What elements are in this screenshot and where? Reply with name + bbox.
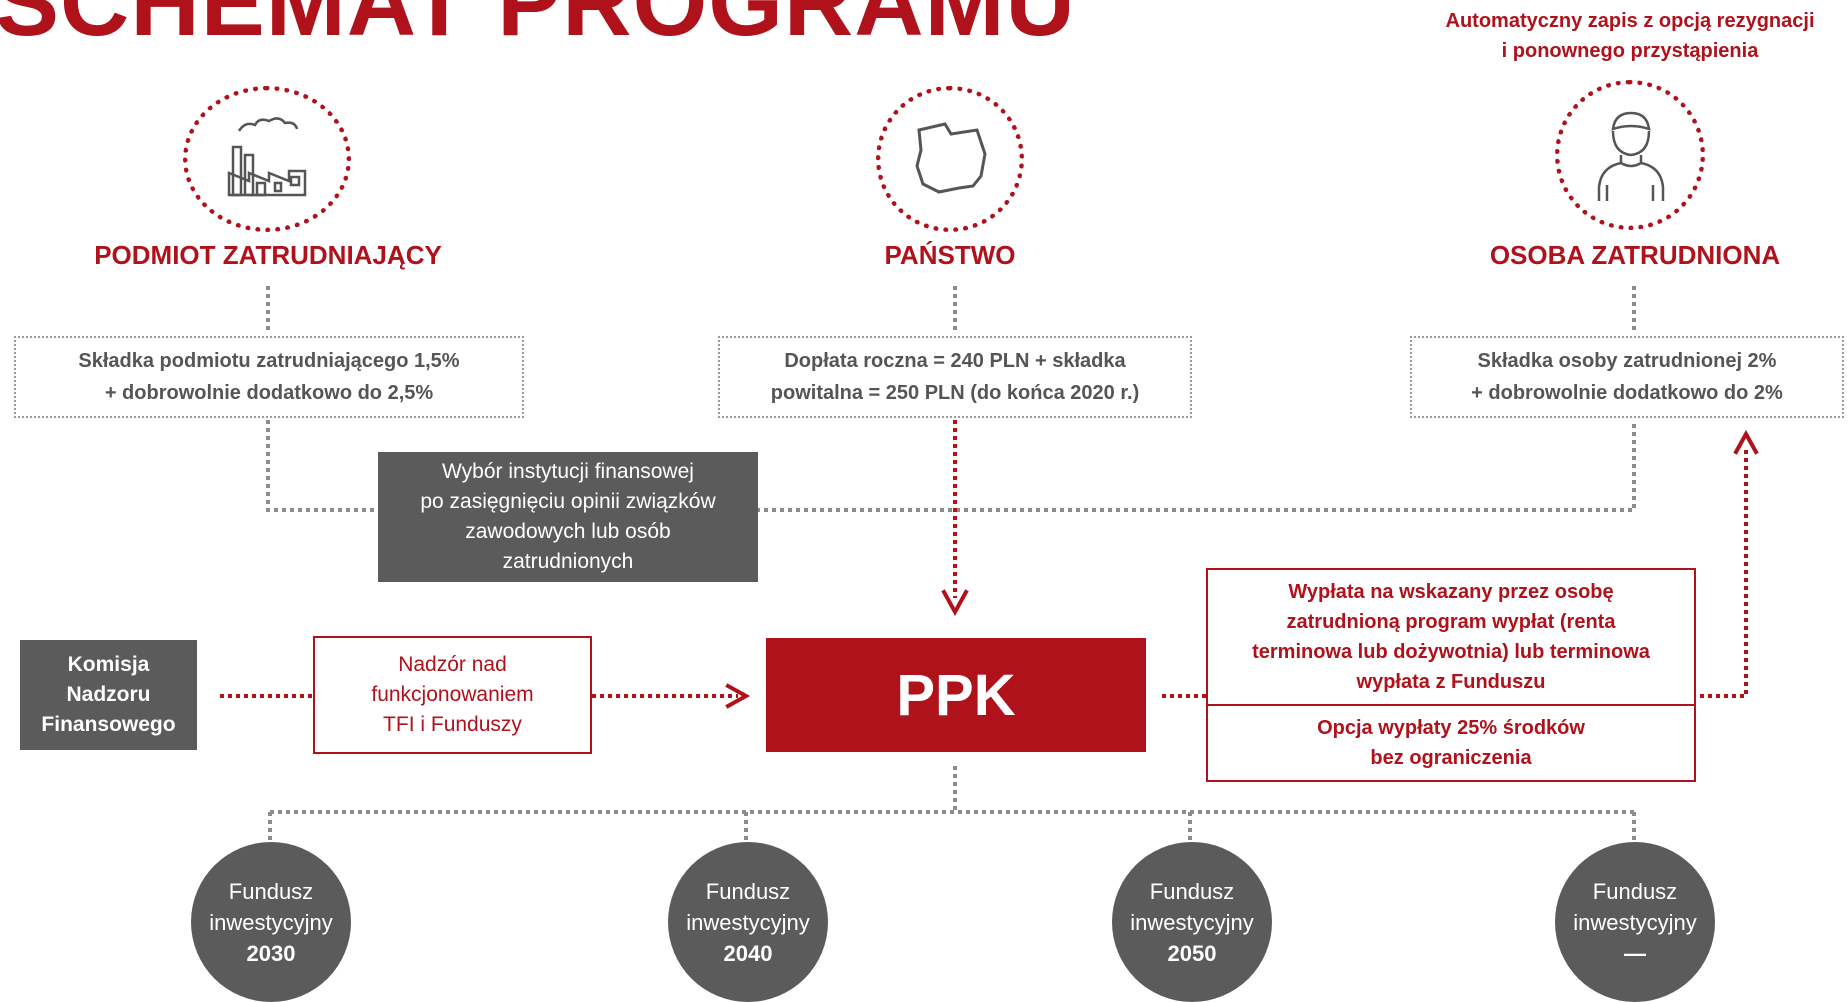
arrow-down-icon: [941, 589, 969, 617]
payout-box: Wypłata na wskazany przez osobę zatrudni…: [1206, 568, 1696, 782]
payout-line3: terminowa lub dożywotnia) lub terminowa: [1252, 641, 1650, 663]
fund-line2: inwestycyjny: [686, 909, 810, 935]
employee-contribution-line1: Składka osoby zatrudnionej 2%: [1477, 350, 1777, 372]
supervision-line3: TFI i Funduszy: [383, 713, 522, 736]
poland-map-icon: [915, 122, 987, 194]
fund-line1: Fundusz: [228, 878, 314, 904]
employee-contribution-box: Składka osoby zatrudnionej 2% + dobrowol…: [1410, 336, 1844, 418]
fund-line1: Fundusz: [705, 878, 791, 904]
factory-icon: [227, 117, 307, 197]
ppk-box: PPK: [766, 638, 1146, 752]
fund-year: 2050: [1167, 940, 1217, 966]
fund-line2: inwestycyjny: [1573, 909, 1697, 935]
fund-line2: inwestycyjny: [1130, 909, 1254, 935]
selection-line4: zatrudnionych: [502, 550, 634, 573]
supervision-box: Nadzór nad funkcjonowaniem TFI i Fundusz…: [313, 636, 592, 754]
state-title: PAŃSTWO: [884, 240, 1016, 270]
knf-line1: Komisja: [67, 653, 150, 676]
employee-contribution-line2: + dobrowolnie dodatkowo do 2%: [1471, 382, 1783, 404]
auto-enrol-note: Automatyczny zapis z opcją rezygnacji i …: [1410, 6, 1848, 66]
payout-option-line1: Opcja wypłaty 25% środków: [1317, 717, 1585, 739]
payout-main-section: Wypłata na wskazany przez osobę zatrudni…: [1208, 570, 1694, 706]
state-contribution-line2: powitalna = 250 PLN (do końca 2020 r.): [770, 382, 1140, 404]
employer-icon-ring: [183, 86, 351, 232]
employer-contribution-line1: Składka podmiotu zatrudniającego 1,5%: [78, 350, 460, 372]
state-contribution-line1: Dopłata roczna = 240 PLN + składka: [784, 350, 1126, 372]
payout-line1: Wypłata na wskazany przez osobę: [1288, 581, 1614, 603]
institution-selection-box: Wybór instytucji finansowej po zasięgnię…: [378, 452, 758, 582]
supervision-line1: Nadzór nad: [398, 653, 507, 676]
selection-line3: zawodowych lub osób: [465, 520, 671, 543]
fund-year: 2030: [246, 940, 296, 966]
fund-circle-2040: Fundusz inwestycyjny 2040: [668, 842, 828, 1002]
fund-line1: Fundusz: [1592, 878, 1678, 904]
knf-line2: Nadzoru: [66, 683, 151, 706]
payout-option-line2: bez ograniczenia: [1370, 747, 1532, 769]
employee-icon-ring: [1555, 80, 1705, 230]
fund-year: 2040: [723, 940, 773, 966]
payout-option-section: Opcja wypłaty 25% środków bez ograniczen…: [1208, 706, 1694, 780]
fund-line1: Fundusz: [1149, 878, 1235, 904]
fund-circle-2030: Fundusz inwestycyjny 2030: [191, 842, 351, 1002]
selection-line1: Wybór instytucji finansowej: [442, 460, 694, 483]
fund-year: —: [1624, 940, 1646, 966]
arrow-right-icon: [725, 683, 751, 709]
page-title: SCHEMAT PROGRAMU: [0, 0, 1076, 56]
state-icon-ring: [876, 86, 1024, 232]
fund-line2: inwestycyjny: [209, 909, 333, 935]
person-icon: [1597, 111, 1665, 201]
selection-line2: po zasięgnięciu opinii związków: [420, 490, 716, 513]
note-line2: i ponownego przystąpienia: [1501, 40, 1759, 62]
payout-line2: zatrudnioną program wypłat (renta: [1286, 611, 1616, 633]
fund-circle-2050: Fundusz inwestycyjny 2050: [1112, 842, 1272, 1002]
fund-circle-undated: Fundusz inwestycyjny —: [1555, 842, 1715, 1002]
knf-line3: Finansowego: [41, 713, 176, 736]
state-contribution-box: Dopłata roczna = 240 PLN + składka powit…: [718, 336, 1192, 418]
payout-line4: wypłata z Funduszu: [1356, 671, 1546, 693]
employer-title: PODMIOT ZATRUDNIAJĄCY: [94, 240, 442, 270]
employee-title: OSOBA ZATRUDNIONA: [1489, 240, 1781, 270]
knf-box: Komisja Nadzoru Finansowego: [20, 640, 197, 750]
employer-contribution-box: Składka podmiotu zatrudniającego 1,5% + …: [14, 336, 524, 418]
note-line1: Automatyczny zapis z opcją rezygnacji: [1445, 10, 1815, 32]
supervision-line2: funkcjonowaniem: [371, 683, 534, 706]
employer-contribution-line2: + dobrowolnie dodatkowo do 2,5%: [104, 382, 434, 404]
arrow-up-icon: [1733, 429, 1759, 455]
